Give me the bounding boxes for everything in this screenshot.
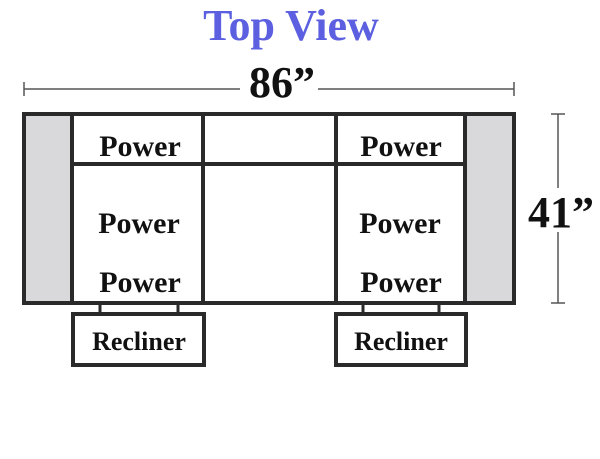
seat-labels: Power Power Power Power Power Power Recl…	[92, 130, 448, 356]
left-bottom-power-label: Power	[99, 266, 181, 299]
left-mid-power-label: Power	[98, 207, 180, 240]
right-top-power-label: Power	[360, 130, 442, 163]
depth-dimension	[551, 113, 565, 304]
left-recliner-box	[71, 312, 206, 367]
right-mid-power-label: Power	[359, 207, 441, 240]
left-arm	[22, 112, 74, 305]
left-top-power-label: Power	[99, 130, 181, 163]
right-bottom-power-label: Power	[360, 266, 442, 299]
right-arm	[463, 112, 516, 305]
diagram-title: Top View	[203, 1, 379, 50]
width-label: 86”	[249, 58, 315, 107]
sofa-body	[22, 112, 516, 305]
right-recliner-label: Recliner	[354, 327, 448, 356]
depth-label: 41”	[528, 188, 594, 237]
left-recliner-label: Recliner	[92, 327, 186, 356]
recliner-footrests	[71, 312, 468, 367]
right-recliner-box	[334, 312, 468, 367]
width-dimension	[23, 82, 515, 96]
